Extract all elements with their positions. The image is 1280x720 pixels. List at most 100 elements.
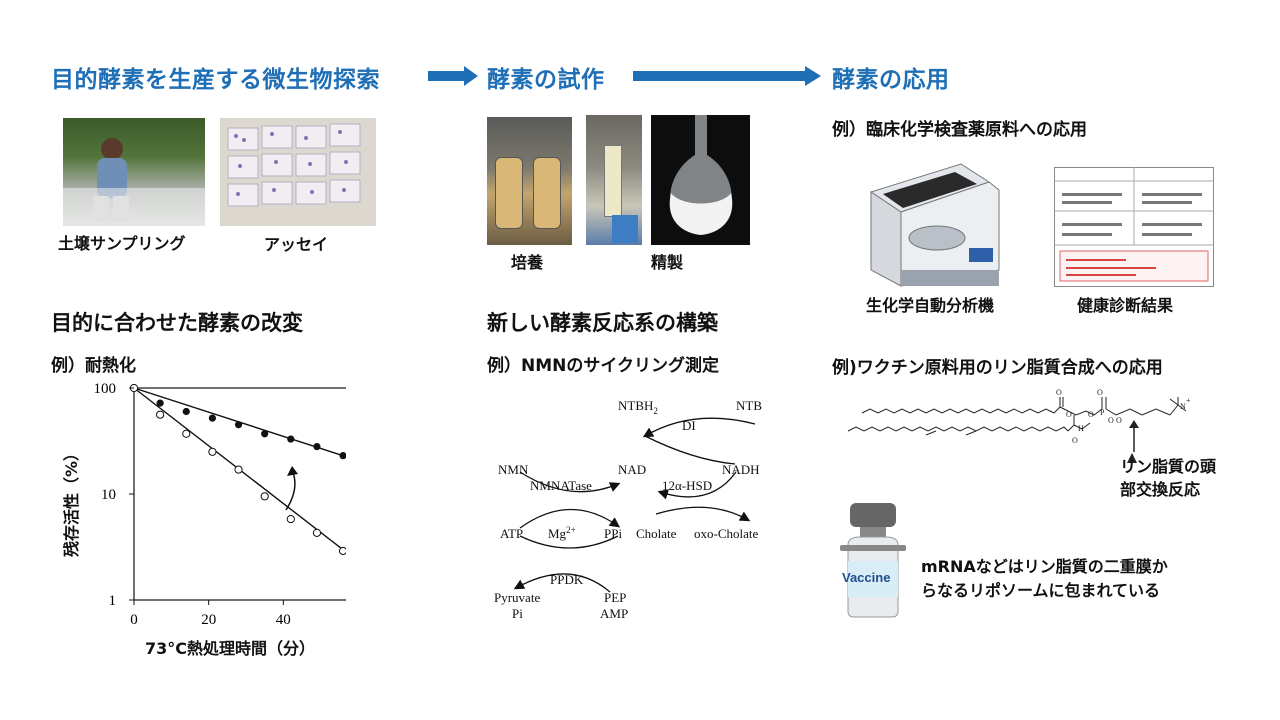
purified-enzyme-photo (651, 115, 750, 245)
data-point-series-0-6 (287, 435, 295, 443)
y-tick-1: 1 (109, 593, 117, 609)
stage-heading-prototype: 酵素の試作 (487, 67, 605, 93)
ntbh2-label: NTBH2 (618, 398, 658, 416)
vaccine-label: Vaccine (842, 570, 891, 585)
stage-arrow-2 (633, 66, 821, 86)
mrna-note-line2: らなるリポソームに包まれている (921, 581, 1161, 600)
assay-caption: アッセイ (264, 235, 329, 254)
health-result-caption: 健康診断結果 (1077, 296, 1174, 315)
data-point-series-1-2 (182, 429, 191, 438)
data-point-series-0-5 (261, 430, 269, 438)
vaccine-vial-icon (840, 503, 906, 618)
x-tick-40: 40 (276, 612, 291, 628)
ppdk-arc-bottom (513, 573, 611, 593)
y-axis-label: 残存活性（%） (62, 444, 81, 557)
axis-ticks (129, 387, 284, 605)
nmnatase-label: NMNATase (530, 478, 592, 493)
hsd-label: 12α-HSD (662, 478, 712, 493)
di-arc-bottom (644, 435, 736, 465)
modification-heading: 目的に合わせた酵素の改変 (51, 311, 303, 335)
hsd-arc (657, 471, 737, 500)
health-report-illustration (1054, 167, 1214, 287)
nmn-cycling-scheme: NTBH2 NTB DI NMN NAD NADH NMNATase 12α-H… (494, 398, 762, 621)
mrna-note-line1: mRNAなどはリン脂質の二重膜か (921, 557, 1168, 576)
data-point-series-0-7 (313, 443, 321, 451)
data-point-series-1-6 (286, 514, 295, 524)
culture-caption: 培養 (511, 253, 544, 272)
data-point-series-1-5 (260, 492, 269, 501)
nmnatase-arc-top (519, 471, 621, 493)
data-points (129, 383, 346, 556)
soil-sampling-caption: 土壌サンプリング (58, 234, 186, 253)
soil-sampling-photo (63, 118, 205, 226)
ppi-label: PPi (604, 526, 622, 541)
assay-plates-photo (220, 118, 376, 226)
data-point-series-1-1 (156, 410, 165, 419)
nmn-label: NMN (498, 462, 529, 477)
column-photo (586, 115, 642, 245)
svg-text:O: O (1066, 410, 1072, 419)
cholate-arc (655, 506, 751, 522)
svg-text:P: P (1100, 408, 1105, 417)
pi-label: Pi (512, 606, 523, 621)
y-tick-100: 100 (94, 381, 117, 397)
stage-heading-application: 酵素の応用 (832, 67, 950, 93)
svg-text:O: O (1088, 410, 1094, 419)
amp-label: AMP (600, 606, 628, 621)
data-point-series-0-3 (208, 414, 216, 422)
ntb-label: NTB (736, 398, 762, 413)
headgroup-arrow (1129, 420, 1139, 452)
reaction-example: 例）NMNのサイクリング測定 (487, 356, 720, 376)
data-point-series-0-2 (182, 407, 190, 416)
purification-caption: 精製 (651, 253, 684, 272)
analyzer-caption: 生化学自動分析機 (866, 296, 995, 315)
fermenter-photo (487, 117, 572, 245)
mg-label: Mg2+ (548, 525, 576, 541)
analyzer-illustration (869, 163, 1000, 287)
data-point-series-1-4 (234, 465, 243, 474)
headgroup-note-line1: リン脂質の頭 (1120, 457, 1217, 476)
improvement-arrow (285, 469, 296, 511)
headgroup-note-line2: 部交換反応 (1120, 480, 1201, 499)
data-point-series-0-1 (156, 399, 164, 407)
ppdk-label: PPDK (550, 572, 584, 587)
svg-text:O: O (1116, 416, 1122, 425)
ppdk-arc-top (519, 535, 619, 549)
data-point-series-0-8 (339, 452, 346, 460)
data-point-series-0-4 (234, 421, 243, 429)
nadh-label: NADH (722, 462, 760, 477)
di-label: DI (682, 418, 696, 433)
nad-label: NAD (618, 462, 646, 477)
data-point-series-1-8 (338, 546, 346, 556)
atp-label: ATP (500, 526, 523, 541)
cholate-label: Cholate (636, 526, 677, 541)
svg-text:O: O (1108, 416, 1114, 425)
x-tick-0: 0 (130, 612, 138, 628)
svg-text:H: H (1078, 424, 1084, 433)
stage-arrow-1 (428, 66, 478, 86)
application-example-2: 例)ワクチン原料用のリン脂質合成への応用 (832, 358, 1163, 378)
svg-text:N: N (1180, 402, 1186, 411)
phospholipid-structure: OOH OPO ON+ OO (847, 388, 1191, 463)
atp-arc (519, 508, 621, 529)
plot-frame (133, 387, 346, 601)
data-point-series-1-7 (312, 528, 322, 537)
application-example-1: 例）臨床化学検査薬原料への応用 (832, 120, 1087, 140)
oxo-cholate-label: oxo-Cholate (694, 526, 758, 541)
improvement-arrowhead (287, 466, 298, 476)
pyruvate-label: Pyruvate (494, 590, 540, 605)
svg-text:O: O (1072, 436, 1078, 445)
di-arc-top (642, 417, 756, 438)
svg-text:+: + (1186, 396, 1191, 405)
svg-text:O: O (1056, 388, 1062, 397)
y-tick-10: 10 (101, 487, 116, 503)
x-axis-label: 73°C熱処理時間（分） (145, 639, 316, 658)
reaction-heading: 新しい酵素反応系の構築 (487, 311, 718, 335)
pep-label: PEP (604, 590, 626, 605)
thermostability-chart: 0 20 40 60 1 10 100 (94, 381, 346, 628)
svg-text:O: O (1097, 388, 1103, 397)
x-tick-20: 20 (201, 612, 216, 628)
stage-heading-screening: 目的酵素を生産する微生物探索 (51, 67, 380, 93)
data-point-series-1-3 (208, 447, 217, 456)
modification-example: 例）耐熱化 (51, 356, 136, 376)
